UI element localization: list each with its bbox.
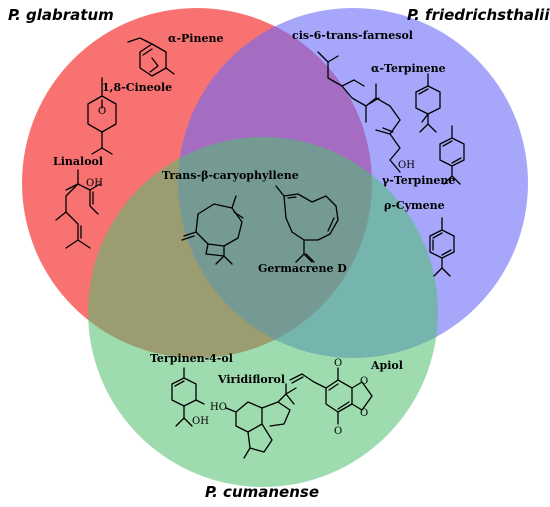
label-glabratum: P. glabratum [8, 6, 114, 24]
atom-oxygen-apiol-ring1: O [360, 376, 368, 387]
label-friedrichsthalii: P. friedrichsthalii [407, 6, 550, 24]
label-p-cymene: ρ-Cymene [384, 199, 445, 212]
atom-hydroxyl-farnesol: OH [398, 160, 415, 171]
label-germacrene: Germacrene D [258, 262, 347, 275]
label-cumanense: P. cumanense [205, 483, 319, 501]
atom-hydroxyl-terpinen4ol: OH [192, 416, 209, 427]
venn-circles [22, 8, 528, 487]
label-linalool: Linalool [53, 155, 103, 168]
atom-hydroxyl-viridiflorol: HO [210, 402, 227, 413]
structure-alpha-terpinene [415, 73, 441, 133]
label-apiol: Apiol [370, 359, 403, 372]
label-viridiflorol: Viridiflorol [217, 373, 285, 386]
structure-caryophyllene [181, 195, 244, 265]
label-alpha-pinene: α-Pinene [168, 32, 223, 45]
atom-oxygen-cineole: O [98, 106, 106, 117]
label-cineole: 1,8-Cineole [102, 81, 172, 94]
structure-apiol [289, 367, 373, 425]
atom-oxygen-apiol-top: O [334, 358, 342, 369]
label-gamma-terpinene: γ-Terpinene [382, 174, 455, 187]
circle-cumanense [88, 137, 438, 487]
label-farnesol: cis-6-trans-farnesol [292, 29, 413, 42]
atom-oxygen-apiol-ring2: O [360, 408, 368, 419]
structure-linalool [55, 169, 101, 249]
label-alpha-terpinene: α-Terpinene [371, 62, 446, 75]
label-caryophyllene: Trans-β-caryophyllene [162, 169, 299, 182]
structure-terpinen4ol [171, 367, 205, 427]
structure-gamma-terpinene [439, 125, 465, 185]
structure-farnesol [317, 51, 401, 173]
structure-p-cymene [429, 217, 455, 277]
atom-oxygen-apiol-bottom: O [334, 426, 342, 437]
structure-alpha-pinene [127, 37, 175, 77]
structure-viridiflorol [225, 383, 297, 459]
label-terpinen4ol: Terpinen-4-ol [150, 352, 233, 365]
structure-germacrene [275, 185, 339, 263]
atom-hydroxyl-linalool: OH [86, 178, 103, 189]
structure-cineole [87, 77, 117, 155]
